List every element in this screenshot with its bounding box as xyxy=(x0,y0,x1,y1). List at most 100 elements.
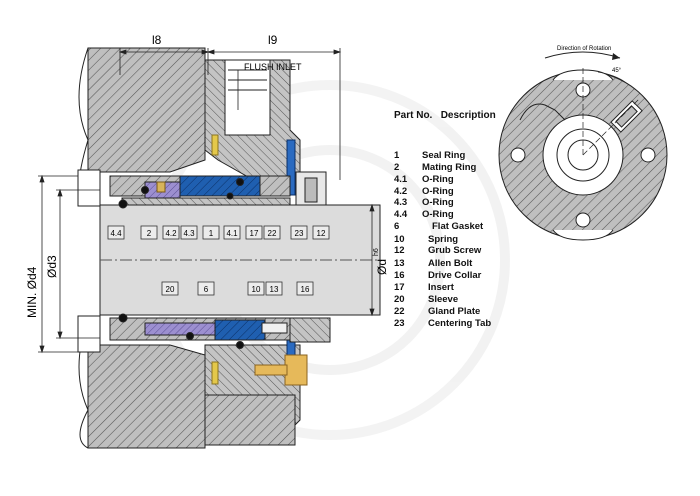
callout-6: 6 xyxy=(197,281,215,296)
callout-17: 17 xyxy=(245,225,263,240)
legend-description: Gland Plate xyxy=(428,306,481,317)
callout-1: 1 xyxy=(202,225,220,240)
legend-part-number: 23 xyxy=(394,318,405,329)
legend-item: 16 Drive Collar xyxy=(394,270,481,281)
svg-text:23: 23 xyxy=(295,229,304,238)
callout-4-3: 4.3 xyxy=(180,225,198,240)
legend-part-number: 4.4 xyxy=(394,209,408,220)
legend-item: 2 Mating Ring xyxy=(394,162,476,173)
legend-description: O-Ring xyxy=(422,209,454,220)
callout-13: 13 xyxy=(265,281,283,296)
callout-4-2: 4.2 xyxy=(162,225,180,240)
svg-text:13: 13 xyxy=(270,285,279,294)
legend-description: Centering Tab xyxy=(428,318,492,329)
legend-part-number: 2 xyxy=(394,162,400,173)
legend-description: Mating Ring xyxy=(422,162,477,173)
callout-23: 23 xyxy=(290,225,308,240)
legend-part-number: 17 xyxy=(394,282,405,293)
callout-4-1: 4.1 xyxy=(223,225,241,240)
dimension-lines xyxy=(38,48,375,354)
svg-text:20: 20 xyxy=(166,285,175,294)
legend-description: O-Ring xyxy=(422,197,454,208)
legend-header: Part No. Description xyxy=(394,110,496,121)
legend-item: 17 Insert xyxy=(394,282,454,293)
legend-item: 13 Allen Bolt xyxy=(394,258,472,269)
dim-d-tolerance: h6 xyxy=(373,248,380,256)
legend-part-number: 20 xyxy=(394,294,405,305)
legend-description: Sleeve xyxy=(428,294,459,305)
legend-description: Spring xyxy=(428,234,459,245)
callouts-bottom: 20 6 10 13 16 xyxy=(161,281,314,296)
svg-text:4.1: 4.1 xyxy=(226,229,238,238)
seal-assembly-bottom xyxy=(109,313,331,349)
legend-part-number: 16 xyxy=(394,270,405,281)
legend-part-number: 1 xyxy=(394,150,400,161)
legend-item: 22 Gland Plate xyxy=(394,306,480,317)
callout-12: 12 xyxy=(312,225,330,240)
svg-text:1: 1 xyxy=(209,229,214,238)
legend-description: O-Ring xyxy=(422,186,454,197)
gland-end-view xyxy=(498,65,668,241)
svg-text:22: 22 xyxy=(268,229,277,238)
legend-description: Flat Gasket xyxy=(432,221,484,232)
svg-text:2: 2 xyxy=(147,229,152,238)
legend-part-number: 4.1 xyxy=(394,174,408,185)
seal-assembly-top xyxy=(109,175,291,209)
legend-item: 23 Centering Tab xyxy=(394,318,491,329)
legend-item: 1 Seal Ring xyxy=(394,150,465,161)
dim-l8: l8 xyxy=(152,33,162,47)
callout-10: 10 xyxy=(247,281,265,296)
legend-description: Drive Collar xyxy=(428,270,482,281)
callouts-top: 4.4 2 4.2 4.3 1 4.1 17 22 23 12 xyxy=(107,225,330,240)
svg-text:12: 12 xyxy=(317,229,326,238)
legend-part-number: 12 xyxy=(394,245,405,256)
legend-part-number: 13 xyxy=(394,258,405,269)
legend-item: 4.3 O-Ring xyxy=(394,197,454,208)
legend-item: 4.4 O-Ring xyxy=(394,209,454,220)
legend-item: 4.1 O-Ring xyxy=(394,174,454,185)
svg-text:6: 6 xyxy=(204,285,209,294)
shaft xyxy=(99,204,381,316)
callout-22: 22 xyxy=(263,225,281,240)
bolt-hole-right xyxy=(640,147,656,163)
legend-description: O-Ring xyxy=(422,174,454,185)
dim-d4: MIN. Ød4 xyxy=(25,266,39,318)
rotation-arrow xyxy=(544,51,621,60)
dim-d: Ød xyxy=(375,259,389,275)
svg-text:4.4: 4.4 xyxy=(110,229,122,238)
legend-part-number: 22 xyxy=(394,306,405,317)
legend-part-number: 4.3 xyxy=(394,197,408,208)
legend-item: 6 Flat Gasket xyxy=(394,221,483,232)
legend-description: Grub Screw xyxy=(428,245,482,256)
svg-text:4.3: 4.3 xyxy=(183,229,195,238)
legend-header-description: Description xyxy=(440,110,496,121)
legend-part-number: 6 xyxy=(394,221,400,232)
svg-text:4.2: 4.2 xyxy=(165,229,177,238)
legend-item: 20 Sleeve xyxy=(394,294,458,305)
svg-text:17: 17 xyxy=(250,229,259,238)
legend-header-part: Part No. xyxy=(394,110,433,121)
legend-part-number: 10 xyxy=(394,234,405,245)
pump-housing xyxy=(77,47,206,449)
svg-text:16: 16 xyxy=(301,285,310,294)
legend-item: 12 Grub Screw xyxy=(394,245,481,256)
callout-4-4: 4.4 xyxy=(107,225,125,240)
dim-d3: Ød3 xyxy=(45,255,59,278)
dim-l9: l9 xyxy=(268,33,278,47)
callout-20: 20 xyxy=(161,281,179,296)
legend-item: 10 Spring xyxy=(394,234,458,245)
legend-description: Seal Ring xyxy=(422,150,466,161)
legend-description: Insert xyxy=(428,282,454,293)
callout-16: 16 xyxy=(296,281,314,296)
rotation-label: Direction of Rotation xyxy=(557,46,611,52)
legend-part-number: 4.2 xyxy=(394,186,408,197)
bolt-hole-left xyxy=(510,147,526,163)
legend-description: Allen Bolt xyxy=(428,258,473,269)
callout-2: 2 xyxy=(140,225,158,240)
legend-item: 4.2 O-Ring xyxy=(394,186,454,197)
angle-label: 45° xyxy=(612,68,622,74)
flush-inlet-label: FLUSH INLET xyxy=(244,62,302,72)
bolt-hole-bottom xyxy=(575,212,591,228)
svg-text:10: 10 xyxy=(252,285,261,294)
